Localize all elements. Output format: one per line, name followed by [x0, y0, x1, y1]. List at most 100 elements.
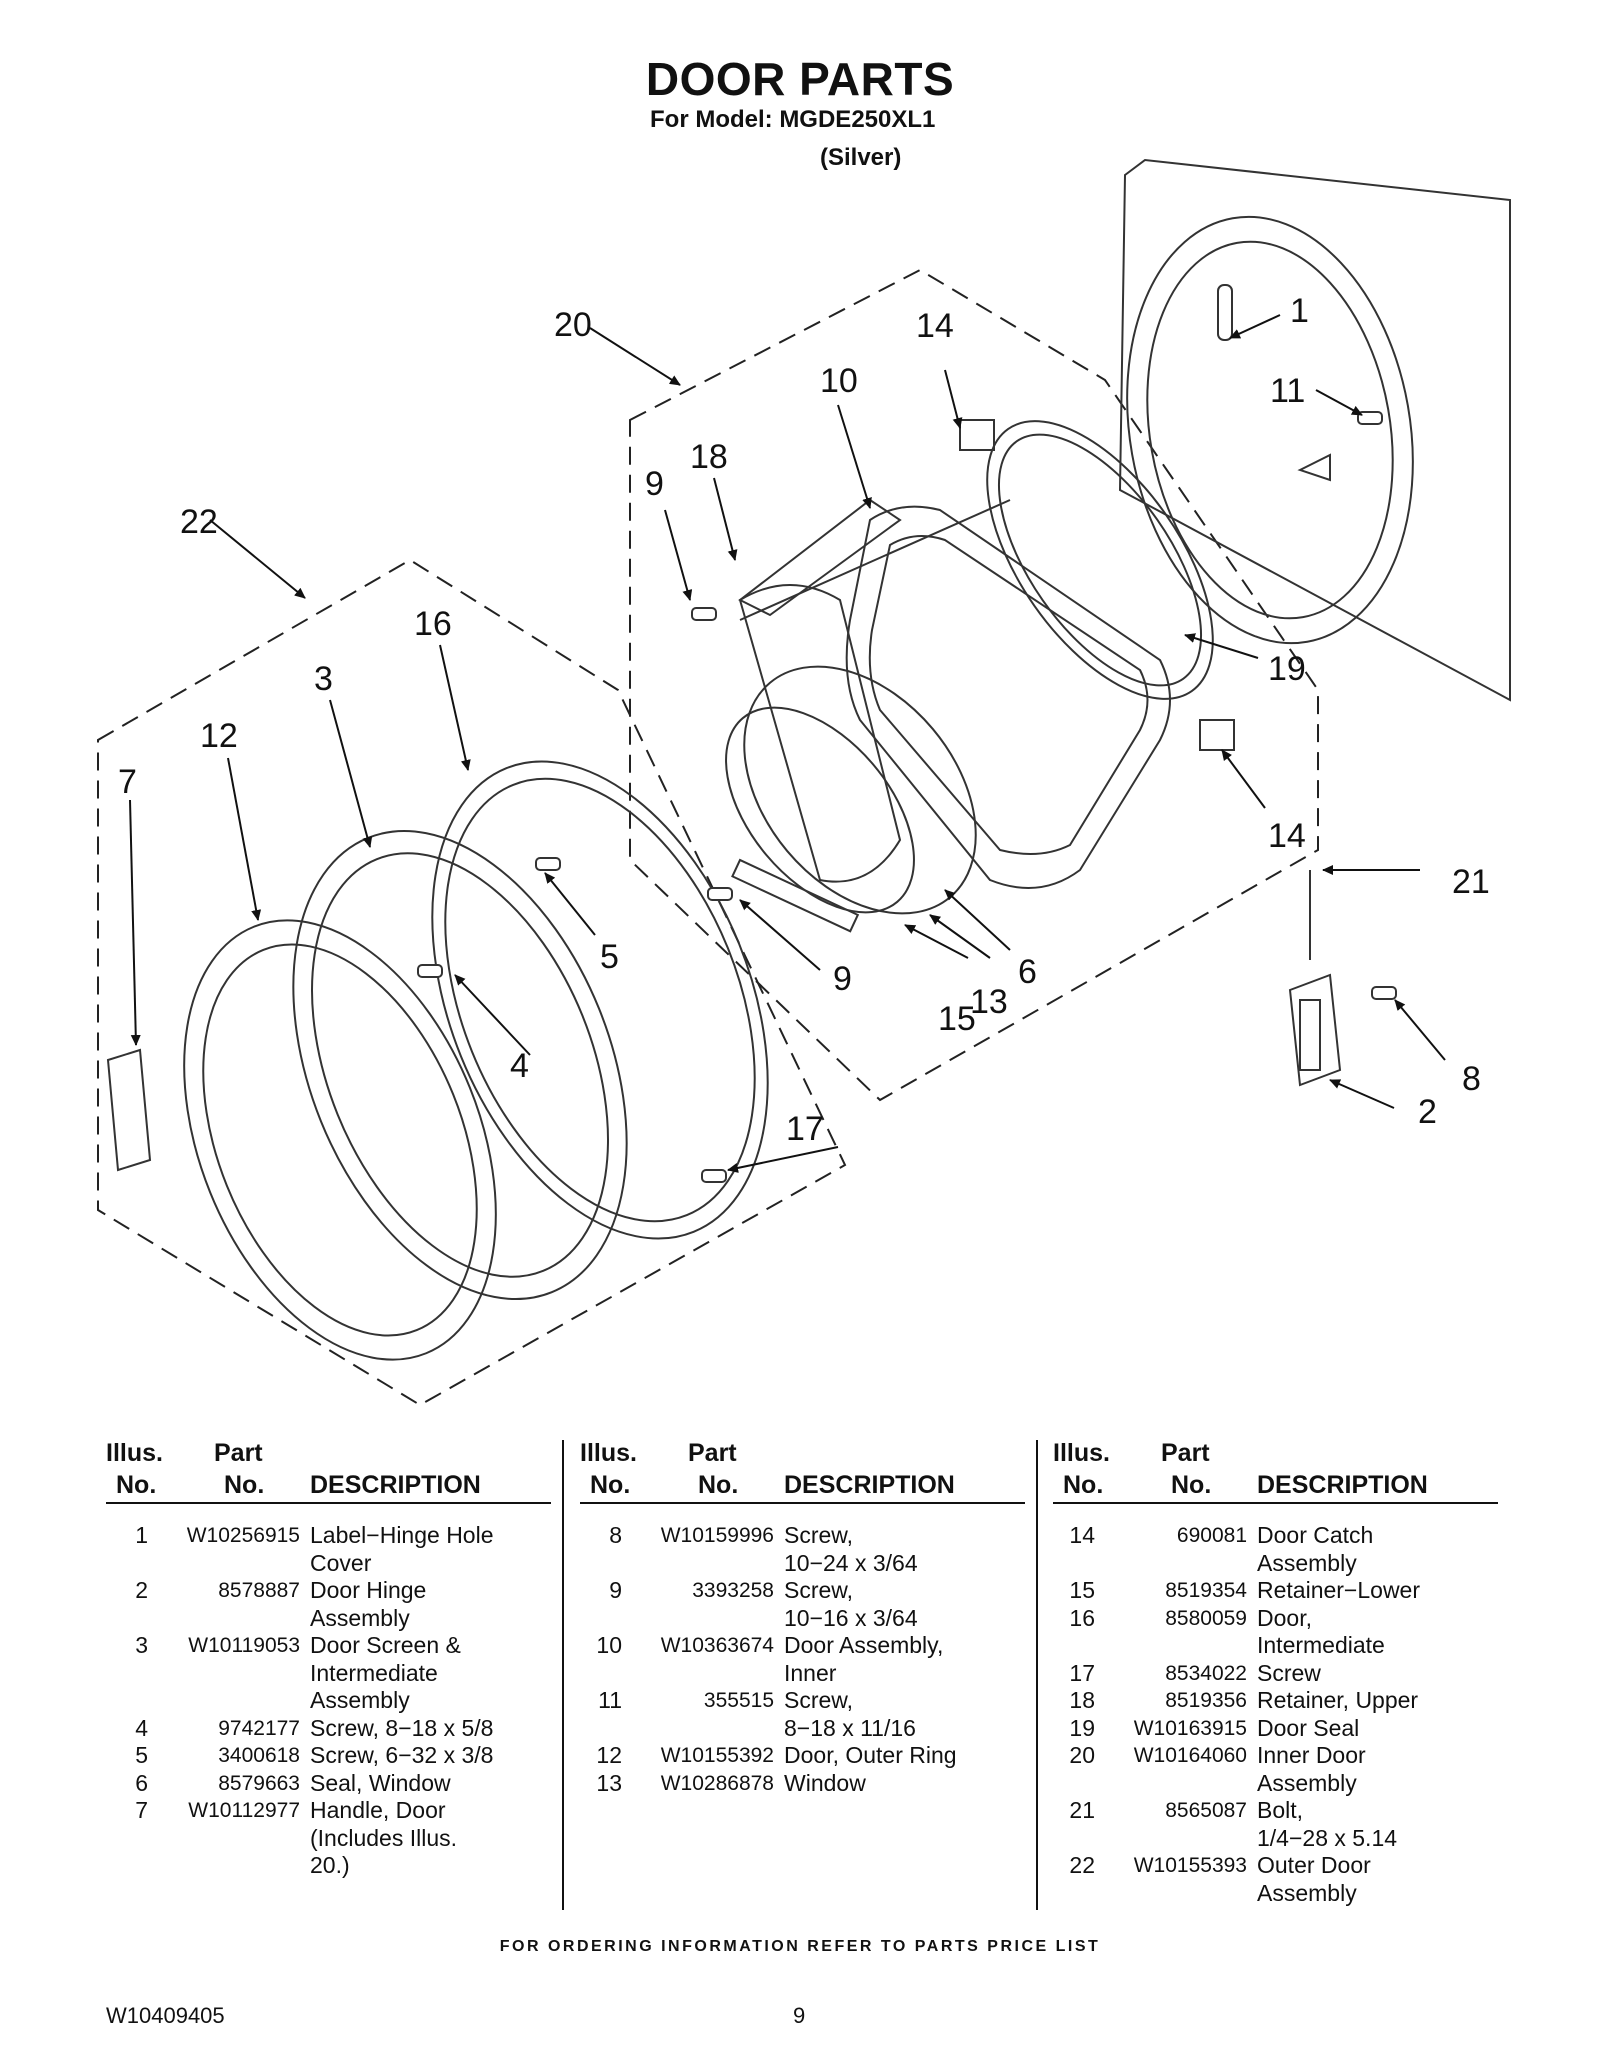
part-description: Door Seal: [1257, 1714, 1360, 1741]
page-number: 9: [793, 2003, 806, 2028]
illus-number: 6: [135, 1769, 148, 1796]
illus-number: 2: [135, 1577, 148, 1603]
callout-3: 3: [314, 660, 333, 698]
part-description: 8−18 x 11/16: [784, 1714, 916, 1741]
illus-number: 19: [1069, 1714, 1095, 1741]
part-description: Inner Door: [1257, 1742, 1366, 1768]
part-number: W10155393: [1133, 1854, 1247, 1877]
part-number: 8578887: [218, 1579, 300, 1602]
part-description: Label−Hinge Hole: [310, 1522, 494, 1548]
illus-number: 15: [1069, 1577, 1095, 1603]
illus-number: 11: [598, 1687, 622, 1713]
part-number: 9742177: [218, 1716, 300, 1740]
callout-11: 11: [1270, 372, 1305, 410]
part-number: W10155392: [660, 1744, 774, 1767]
part-description: Inner: [784, 1659, 837, 1686]
callout-5: 5: [600, 938, 619, 976]
outer-door-parts: [106, 760, 769, 1361]
inner-door-parts: [725, 419, 1235, 933]
part-description: Intermediate: [1257, 1632, 1385, 1658]
upper-retainer-icon: [738, 498, 902, 617]
part-number: 3400618: [218, 1744, 300, 1767]
part-description: Intermediate: [310, 1659, 438, 1686]
callout-13: 13: [970, 983, 1008, 1021]
hinge-hole-label-icon: [1217, 284, 1233, 341]
callout-12: 12: [200, 717, 238, 755]
table-row: 5 3400618 Screw, 6−32 x 3/8: [106, 1742, 551, 1770]
part-number: 8534022: [1165, 1661, 1247, 1685]
part-description: Door, Outer Ring: [784, 1742, 957, 1768]
callout-4: 4: [510, 1047, 529, 1085]
leader-lines: [129, 314, 1446, 1173]
part-number: W10119053: [188, 1634, 300, 1657]
inner-door-assembly-outline: [629, 268, 1319, 1102]
table-row: 15 8519354 Retainer−Lower: [1053, 1577, 1498, 1605]
part-number: W10112977: [188, 1799, 300, 1822]
part-description: Door Assembly,: [784, 1632, 944, 1658]
callout-10: 10: [820, 362, 858, 400]
part-description: (Includes Illus.: [310, 1824, 458, 1851]
part-description: Screw, 6−32 x 3/8: [310, 1742, 494, 1768]
color-line: (Silver): [820, 144, 902, 171]
illus-number: 17: [1069, 1659, 1095, 1686]
part-number: W10286878: [660, 1771, 774, 1795]
callout-labels: 1 2 3 4 5 6 8 9 10 11 12 13 14 15 16 17 …: [118, 292, 1490, 1148]
page-title: DOOR PARTS: [645, 53, 955, 105]
outer-door-assembly-outline: [97, 558, 847, 1407]
illus-number: 20: [1069, 1742, 1095, 1768]
illus-number: 13: [596, 1769, 622, 1796]
illus-number: 1: [135, 1522, 148, 1548]
table-header: Illus. No. Part No. DESCRIPTION: [580, 1438, 1025, 1504]
illus-number: 10: [596, 1632, 622, 1658]
illus-number: 9: [609, 1577, 622, 1603]
part-description: Assembly: [1257, 1769, 1357, 1796]
part-number: 8565087: [1165, 1799, 1247, 1822]
part-description: Door Screen &: [310, 1632, 461, 1658]
model-line: For Model: MGDE250XL1: [650, 106, 936, 133]
table-row: 17 8534022 Screw: [1053, 1660, 1498, 1688]
part-description: 10−16 x 3/64: [784, 1604, 918, 1631]
part-description: Screw, 8−18 x 5/8: [310, 1714, 494, 1741]
door-catch-icon-2: [1199, 719, 1235, 751]
illus-number: 18: [1069, 1687, 1095, 1713]
callout-8: 8: [1462, 1060, 1481, 1098]
part-description: Screw,: [784, 1687, 854, 1713]
door-catch-icon: [959, 419, 995, 451]
table-header: Illus. No. Part No. DESCRIPTION: [1053, 1438, 1498, 1504]
callout-14: 14: [916, 307, 954, 345]
callout-9b: 9: [833, 960, 852, 998]
ordering-note: FOR ORDERING INFORMATION REFER TO PARTS …: [499, 1938, 1101, 1955]
part-description: Assembly: [1257, 1879, 1357, 1906]
callout-6: 6: [1018, 953, 1037, 991]
part-description: Door Hinge: [310, 1577, 427, 1603]
part-description: Cover: [310, 1549, 372, 1576]
illus-number: 5: [135, 1742, 148, 1768]
part-description: Handle, Door: [310, 1797, 446, 1823]
part-description: Retainer−Lower: [1257, 1577, 1421, 1603]
part-number: 8519354: [1165, 1579, 1247, 1602]
part-description: Seal, Window: [310, 1769, 451, 1796]
illus-number: 22: [1069, 1852, 1095, 1878]
callout-22: 22: [180, 503, 218, 541]
part-description: Door Catch: [1257, 1522, 1374, 1548]
callout-1: 1: [1290, 292, 1309, 330]
part-number: 8580059: [1165, 1606, 1247, 1630]
part-description: Screw: [1257, 1659, 1321, 1686]
